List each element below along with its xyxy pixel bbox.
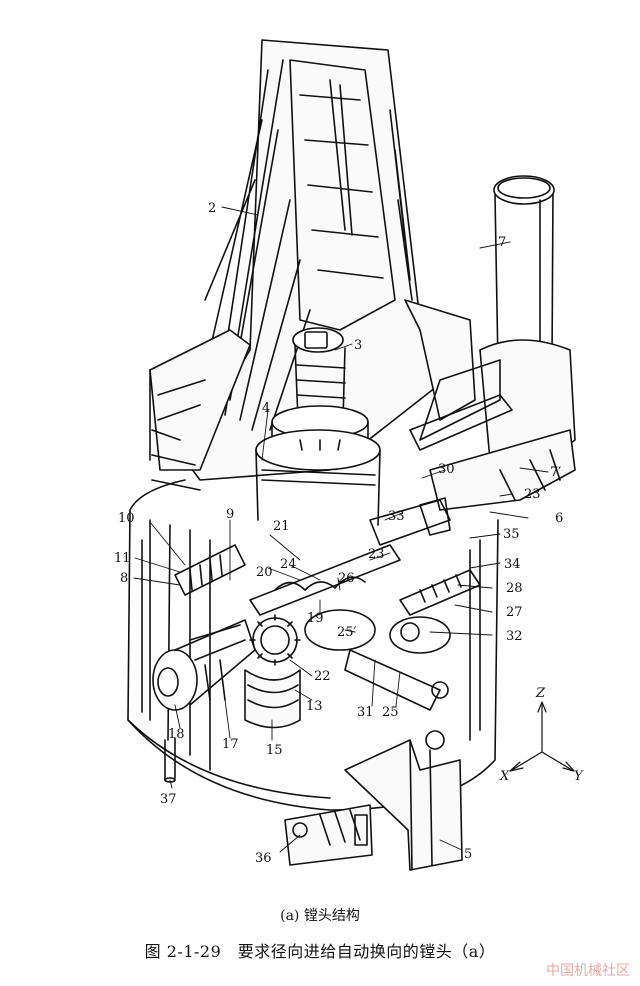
figure-caption: 图 2-1-29 要求径向进给自动换向的镗头（a） xyxy=(144,942,496,961)
label-23-mid: 23 xyxy=(368,547,385,562)
label-25: 25 xyxy=(382,705,399,720)
central-collar xyxy=(255,429,381,526)
axis-z-label: Z xyxy=(535,686,546,701)
main-housing xyxy=(127,479,499,811)
label-21: 21 xyxy=(273,519,290,534)
label-26: 26 xyxy=(338,571,355,586)
label-36: 36 xyxy=(255,851,272,866)
adjust-screw xyxy=(271,327,369,441)
label-17: 17 xyxy=(222,737,239,752)
label-30: 30 xyxy=(438,462,455,477)
label-8: 8 xyxy=(120,571,128,586)
label-13: 13 xyxy=(306,699,323,714)
body-flange xyxy=(149,299,476,491)
label-20: 20 xyxy=(256,565,273,580)
label-19: 19 xyxy=(307,611,324,626)
label-3: 3 xyxy=(354,338,362,353)
label-24: 24 xyxy=(280,557,297,572)
label-27: 27 xyxy=(506,605,523,620)
label-32: 32 xyxy=(506,629,523,644)
label-10: 10 xyxy=(118,511,135,526)
label-2: 2 xyxy=(208,201,216,216)
label-6: 6 xyxy=(555,511,563,526)
label-31: 31 xyxy=(357,705,374,720)
label-37: 37 xyxy=(160,792,177,807)
bottom-slide xyxy=(284,730,463,871)
label-22: 22 xyxy=(314,669,331,684)
internal-mechanism xyxy=(174,497,481,729)
axis-y-label: Y xyxy=(574,769,584,784)
tool-slide xyxy=(152,619,256,711)
label-18: 18 xyxy=(168,727,185,742)
axis-x-label: X xyxy=(499,769,510,784)
label-23-top: 23 xyxy=(524,487,541,502)
coordinate-axes xyxy=(509,701,575,772)
label-28: 28 xyxy=(506,581,523,596)
figure-subcaption: (a) 镗头结构 xyxy=(280,908,360,924)
leader-lines xyxy=(133,206,549,853)
label-35: 35 xyxy=(503,527,520,542)
label-34: 34 xyxy=(504,557,521,572)
label-9: 9 xyxy=(226,507,234,522)
label-25-prime: 25′ xyxy=(337,625,357,640)
feed-lever xyxy=(409,175,576,511)
watermark-text: 中国机械社区 xyxy=(546,963,630,979)
label-7: 7 xyxy=(498,235,506,250)
label-33: 33 xyxy=(388,509,405,524)
part-labels: 2 7 3 4 7′ 30 23 6 10 9 33 35 21 11 23 3… xyxy=(114,201,584,866)
label-11: 11 xyxy=(114,551,131,566)
boring-head-drawing: 2 7 3 4 7′ 30 23 6 10 9 33 35 21 11 23 3… xyxy=(114,39,584,871)
pin-37 xyxy=(164,737,176,783)
label-5: 5 xyxy=(464,847,472,862)
label-15: 15 xyxy=(266,743,283,758)
label-4: 4 xyxy=(262,401,270,416)
label-7-prime: 7′ xyxy=(550,465,561,480)
